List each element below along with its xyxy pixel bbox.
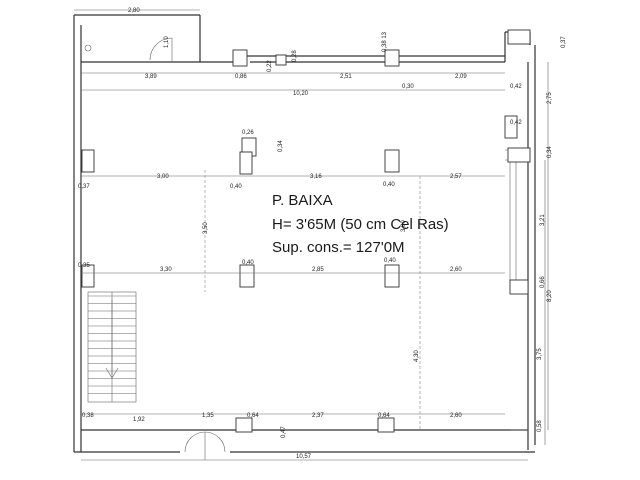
column xyxy=(377,417,395,433)
entrance-door xyxy=(184,431,226,460)
dim-label: 0,37 xyxy=(561,36,567,48)
column xyxy=(384,149,400,173)
plan-surface: Sup. cons.= 127'0M xyxy=(272,239,405,256)
dim-label: 0,40 xyxy=(242,260,254,266)
column xyxy=(81,149,95,173)
dim-label: 3,21 xyxy=(540,214,546,226)
dim-label: 0,38 xyxy=(82,413,94,419)
dim-label: 2,80 xyxy=(128,8,140,14)
column xyxy=(239,264,255,288)
dim-label: 1,92 xyxy=(133,417,145,423)
dim-label: 0,40 xyxy=(230,184,242,190)
dim-label: 0,40 xyxy=(383,182,395,188)
column xyxy=(384,49,400,67)
dim-label: 3,50 xyxy=(203,222,209,234)
dim-label: 2,57 xyxy=(450,174,462,180)
dim-label: 4,30 xyxy=(414,350,420,362)
dim-label: 10,20 xyxy=(293,91,309,97)
dim-label: 0,40 xyxy=(384,258,396,264)
dim-label: 2,60 xyxy=(450,413,462,419)
dim-label: 0,66 xyxy=(540,276,546,288)
dim-label: 0,37 xyxy=(78,184,90,190)
dimension-lines xyxy=(74,9,549,461)
top-door xyxy=(84,37,173,62)
dim-label: 0,28 xyxy=(292,50,298,62)
dim-label: 0,86 xyxy=(235,74,247,80)
dim-label: 0,26 xyxy=(242,130,254,136)
dim-label: 2,85 xyxy=(312,267,324,273)
dim-label: 0,58 xyxy=(537,420,543,432)
dim-label: 0,38 13 xyxy=(382,31,388,52)
dim-label: 8,20 xyxy=(547,290,553,302)
dimension-labels: 2,80 1,10 3,89 0,86 0,22 0,28 0,38 13 2,… xyxy=(78,8,567,460)
dim-label: 0,42 xyxy=(510,120,522,126)
dim-label: 0,64 xyxy=(378,413,390,419)
column xyxy=(507,147,531,163)
column xyxy=(509,279,529,295)
column xyxy=(504,115,518,139)
plan-title: P. BAIXA xyxy=(272,192,333,209)
staircase xyxy=(87,291,137,403)
plan-info: P. BAIXA H= 3'65M (50 cm Cel Ras) Sup. c… xyxy=(272,192,449,256)
dim-label: 3,80 xyxy=(401,220,407,232)
dim-label: 3,00 xyxy=(157,174,169,180)
dim-label: 1,35 xyxy=(202,413,214,419)
column xyxy=(235,417,253,433)
dim-label: 3,89 xyxy=(145,74,157,80)
dim-label: 0,35 xyxy=(78,263,90,269)
column xyxy=(507,29,531,45)
dim-label: 2,09 xyxy=(455,74,467,80)
dim-label: 10,57 xyxy=(296,454,312,460)
outer-walls xyxy=(73,14,536,453)
dim-label: 0,47 xyxy=(281,426,287,438)
dim-label: 0,42 xyxy=(510,84,522,90)
column xyxy=(81,264,95,288)
column xyxy=(275,54,287,66)
dim-label: 2,51 xyxy=(340,74,352,80)
dim-label: 2,37 xyxy=(312,413,324,419)
dim-label: 0,22 xyxy=(267,60,273,72)
dim-label: 0,64 xyxy=(247,413,259,419)
dim-label: 3,75 xyxy=(537,348,543,360)
dim-label: 3,30 xyxy=(160,267,172,273)
dim-label: 2,60 xyxy=(450,267,462,273)
dim-label: 1,10 xyxy=(164,36,170,48)
column xyxy=(232,49,248,67)
column xyxy=(239,151,253,175)
columns xyxy=(81,29,531,433)
dim-label: 2,75 xyxy=(547,92,553,104)
column xyxy=(384,264,400,288)
plan-height-note: H= 3'65M (50 cm Cel Ras) xyxy=(272,216,449,233)
dim-label: 0,30 xyxy=(402,84,414,90)
dim-label: 0,34 xyxy=(547,146,553,158)
dim-label: 0,34 xyxy=(278,140,284,152)
dim-label: 3,16 xyxy=(310,174,322,180)
